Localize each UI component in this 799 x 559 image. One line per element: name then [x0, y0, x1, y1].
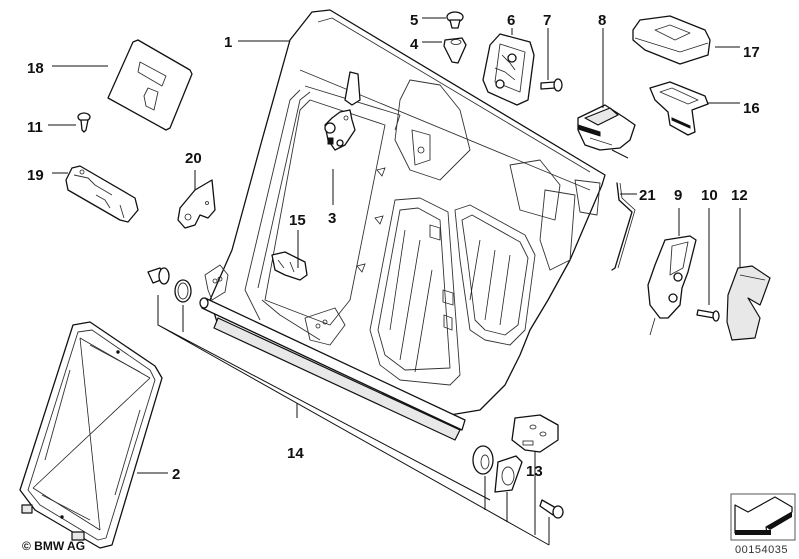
part-13-bracket[interactable] — [511, 414, 559, 453]
callout-14: 14 — [287, 445, 304, 462]
part-13-screw[interactable] — [539, 499, 564, 519]
callout-10: 10 — [701, 187, 718, 204]
part-14-washer[interactable] — [174, 279, 192, 303]
part-4-clip[interactable] — [443, 37, 467, 64]
part-14-bushing[interactable] — [147, 267, 170, 285]
callout-20: 20 — [185, 150, 202, 167]
part-3-lock-bracket[interactable] — [324, 71, 361, 151]
callout-19: 19 — [27, 167, 44, 184]
callout-7: 7 — [543, 12, 551, 29]
leader-lines — [48, 17, 741, 546]
part-21-wire-rod[interactable] — [611, 182, 636, 271]
part-6-bracket-plate[interactable] — [482, 33, 535, 106]
part-2-back-panel[interactable] — [19, 321, 163, 549]
callout-2: 2 — [172, 466, 180, 483]
part-13-washer[interactable] — [472, 445, 494, 475]
leader-13 — [157, 295, 550, 546]
part-19-hinge-bracket[interactable] — [65, 165, 139, 223]
callout-3: 3 — [328, 210, 336, 227]
callout-5: 5 — [410, 12, 418, 29]
callout-9: 9 — [674, 187, 682, 204]
callout-12: 12 — [731, 187, 748, 204]
callout-18: 18 — [27, 60, 44, 77]
callout-4: 4 — [410, 36, 419, 53]
part-20-mount-plate[interactable] — [177, 179, 216, 229]
callout-6: 6 — [507, 12, 515, 29]
part-18-trim-panel[interactable] — [107, 39, 193, 131]
document-number: 00154035 — [735, 544, 788, 556]
callout-11: 11 — [27, 119, 43, 136]
part-17-cover-cap[interactable] — [632, 15, 711, 65]
callout-8: 8 — [598, 12, 606, 29]
callout-1: 1 — [224, 34, 232, 51]
callout-15: 15 — [289, 212, 306, 229]
copyright-text: © BMW AG — [22, 539, 85, 553]
callout-21: 21 — [639, 187, 656, 204]
part-7-screw[interactable] — [540, 78, 563, 92]
part-12-cover-trim[interactable] — [726, 265, 771, 341]
part-13-bushing[interactable] — [494, 455, 523, 493]
part-16-cover-bracket[interactable] — [649, 81, 709, 136]
direction-arrow-icon — [730, 493, 796, 541]
part-14-rod[interactable] — [199, 297, 466, 441]
part-11-push-clip[interactable] — [77, 112, 91, 133]
part-8-latch[interactable] — [577, 104, 636, 159]
callout-13: 13 — [526, 463, 543, 480]
callout-17: 17 — [743, 44, 760, 61]
part-1-backrest-frame[interactable] — [204, 9, 606, 421]
part-10-screw[interactable] — [696, 309, 720, 322]
part-9-lock-unit[interactable] — [647, 235, 697, 336]
callouts: 1 2 3 4 5 6 7 8 9 10 11 12 13 14 15 16 1… — [27, 12, 760, 483]
callout-16: 16 — [743, 100, 760, 117]
part-5-clip[interactable] — [446, 11, 464, 29]
